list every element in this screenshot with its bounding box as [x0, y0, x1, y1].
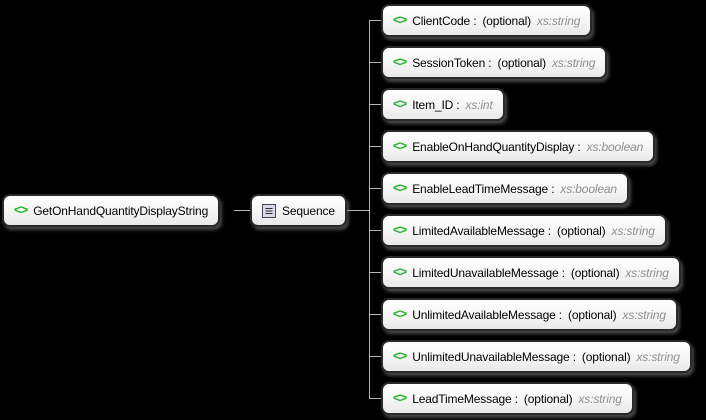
- element-name: GetOnHandQuantityDisplayString: [33, 203, 209, 218]
- element-icon: <>: [393, 222, 407, 237]
- sequence-node[interactable]: Sequence: [250, 194, 347, 227]
- element-node[interactable]: <> Item_ID : xs:int: [381, 88, 505, 121]
- element-icon: <>: [14, 202, 28, 217]
- element-name: UnlimitedAvailableMessage :: [412, 307, 562, 322]
- connector-root-to-sequence: [234, 210, 252, 211]
- element-icon: <>: [393, 390, 407, 405]
- element-optional-flag: (optional): [556, 223, 606, 238]
- element-type: xs:string: [636, 349, 680, 364]
- element-type: xs:string: [536, 13, 581, 28]
- element-node[interactable]: <> LeadTimeMessage : (optional) xs:strin…: [381, 382, 634, 415]
- element-icon: <>: [393, 348, 407, 363]
- element-icon: <>: [393, 96, 407, 111]
- connector-stub: [369, 62, 382, 63]
- element-type: xs:string: [625, 265, 669, 280]
- element-name: ClientCode :: [412, 13, 477, 28]
- connector-stub: [369, 104, 382, 105]
- element-type: xs:boolean: [560, 181, 617, 196]
- connector-stub: [369, 314, 382, 315]
- connector-trunk: [369, 20, 370, 399]
- element-type: xs:string: [578, 391, 622, 406]
- element-node[interactable]: <> SessionToken : (optional) xs:string: [381, 46, 608, 79]
- connector-stub: [369, 230, 382, 231]
- connector-stub: [369, 20, 382, 21]
- connector-stub: [369, 398, 382, 399]
- element-optional-flag: (optional): [581, 349, 631, 364]
- connector-sequence-to-trunk: [345, 210, 370, 211]
- element-name: LimitedAvailableMessage :: [412, 223, 551, 238]
- element-node[interactable]: <> EnableOnHandQuantityDisplay : xs:bool…: [381, 130, 656, 163]
- element-name: Item_ID :: [412, 97, 460, 112]
- sequence-label: Sequence: [282, 203, 335, 218]
- element-name: UnlimitedUnavailableMessage :: [412, 349, 576, 364]
- element-icon: <>: [393, 180, 407, 195]
- element-name: EnableLeadTimeMessage :: [412, 181, 555, 196]
- connector-stub: [369, 188, 382, 189]
- element-icon: <>: [393, 54, 407, 69]
- element-node[interactable]: <> LimitedAvailableMessage : (optional) …: [381, 214, 667, 247]
- element-name: EnableOnHandQuantityDisplay :: [412, 139, 581, 154]
- element-optional-flag: (optional): [568, 307, 617, 322]
- element-node[interactable]: <> UnlimitedAvailableMessage : (optional…: [381, 298, 678, 331]
- element-icon: <>: [393, 264, 407, 279]
- element-type: xs:string: [552, 55, 596, 70]
- element-icon: <>: [393, 306, 407, 321]
- element-type: xs:boolean: [586, 139, 644, 154]
- element-name: LeadTimeMessage :: [412, 391, 518, 406]
- element-optional-flag: (optional): [570, 265, 620, 280]
- element-node[interactable]: <> UnlimitedUnavailableMessage : (option…: [381, 340, 692, 373]
- element-type: xs:int: [465, 97, 493, 112]
- element-name: LimitedUnavailableMessage :: [412, 265, 565, 280]
- connector-stub: [369, 356, 382, 357]
- element-icon: <>: [393, 12, 407, 27]
- element-node[interactable]: <> LimitedUnavailableMessage : (optional…: [381, 256, 681, 289]
- element-node-root[interactable]: <> GetOnHandQuantityDisplayString: [2, 194, 221, 227]
- element-icon: <>: [393, 138, 407, 153]
- element-optional-flag: (optional): [523, 391, 573, 406]
- element-node[interactable]: <> ClientCode : (optional) xs:string: [381, 4, 593, 37]
- element-node[interactable]: <> EnableLeadTimeMessage : xs:boolean: [381, 172, 629, 205]
- sequence-icon: [262, 203, 276, 218]
- element-type: xs:string: [611, 223, 655, 238]
- element-optional-flag: (optional): [497, 55, 546, 70]
- element-name: SessionToken :: [412, 55, 492, 70]
- connector-stub: [369, 146, 382, 147]
- element-optional-flag: (optional): [482, 13, 531, 28]
- element-type: xs:string: [622, 307, 666, 322]
- connector-stub: [369, 272, 382, 273]
